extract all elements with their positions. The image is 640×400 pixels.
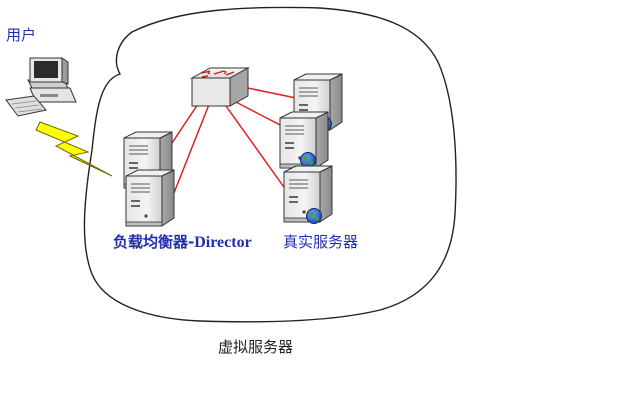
link-switch-server2: [231, 99, 283, 127]
network-switch-icon: [190, 67, 250, 107]
load-balancer-label: 负载均衡器-Director: [113, 235, 252, 251]
virtual-server-label: 虚拟服务器: [218, 338, 294, 356]
load-balancer-director-2: [125, 169, 175, 227]
real-server-3: [283, 165, 333, 224]
globe-icon: [306, 208, 322, 224]
virtual-server-boundary: [83, 6, 457, 323]
real-servers-label: 真实服务器: [283, 233, 359, 251]
lightning-bolt-icon: [35, 121, 113, 177]
load-balancer-label-name: Director: [194, 234, 252, 251]
real-server-2: [279, 111, 329, 169]
user-label: 用户: [6, 26, 37, 44]
tower-server-icon: [125, 169, 175, 227]
link-switch-server3: [225, 105, 287, 191]
globe-icon: [300, 152, 316, 168]
link-lb2-switch: [171, 101, 211, 199]
desktop-computer-icon: [5, 57, 77, 117]
load-balancer-label-prefix: 负载均衡器-: [113, 233, 195, 251]
